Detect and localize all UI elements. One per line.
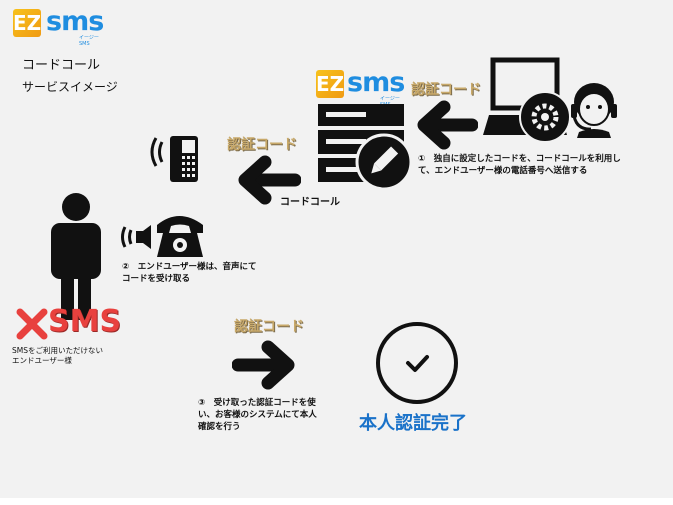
server-logo-ez-text: EZ [316, 72, 345, 96]
logo-sms-text: sms [46, 6, 104, 37]
step1-line1: ① 独自に設定したコードを、コードコールを利用し [418, 154, 621, 164]
auth-code-label-top: 認証コード [411, 82, 481, 98]
title-line2: サービスイメージ [22, 80, 118, 94]
arrow-right-icon [232, 340, 295, 390]
check-circle-icon [376, 322, 458, 404]
logo-sub-text: イージーSMS [79, 35, 99, 47]
mobile-phone-icon [150, 136, 198, 182]
code-call-label: コードコール [280, 197, 340, 208]
step2-line1: ② エンドユーザー様は、音声にて [122, 262, 257, 272]
ez-sms-logo: EZ sms イージーSMS [13, 6, 104, 47]
arrow-left-icon [417, 100, 478, 150]
phone-icon [121, 216, 203, 257]
arrow-left-icon [238, 155, 301, 205]
person-icon [51, 193, 101, 320]
step3-line2: い、お客様のシステムにて本人 [198, 410, 317, 420]
auth-code-label-bottom: 認証コード [234, 319, 304, 335]
no-sms-note-line2: エンドユーザー様 [12, 356, 72, 365]
server-edit-icon [318, 104, 413, 191]
no-sms-label: SMS [48, 304, 122, 339]
title-line1: コードコール [22, 58, 101, 73]
auth-complete-label: 本人認証完了 [359, 413, 467, 434]
cross-icon [16, 308, 48, 340]
step2-line2: コードを受け取る [122, 274, 191, 284]
no-sms-note-line1: SMSをご利用いただけない [12, 346, 103, 355]
logo-ez-text: EZ [13, 11, 42, 35]
step1-line2: て、エンドユーザー様の電話番号へ送信する [418, 166, 588, 176]
step3-line1: ③ 受け取った認証コードを使 [198, 398, 316, 408]
operator-icon [571, 83, 617, 138]
server-ez-sms-logo: EZ sms イージーSMS [316, 67, 408, 108]
server-logo-sms-text: sms [347, 67, 405, 98]
admin-laptop-icon [483, 57, 571, 143]
step3-line3: 確認を行う [198, 422, 241, 432]
auth-code-label-mid: 認証コード [227, 137, 297, 153]
